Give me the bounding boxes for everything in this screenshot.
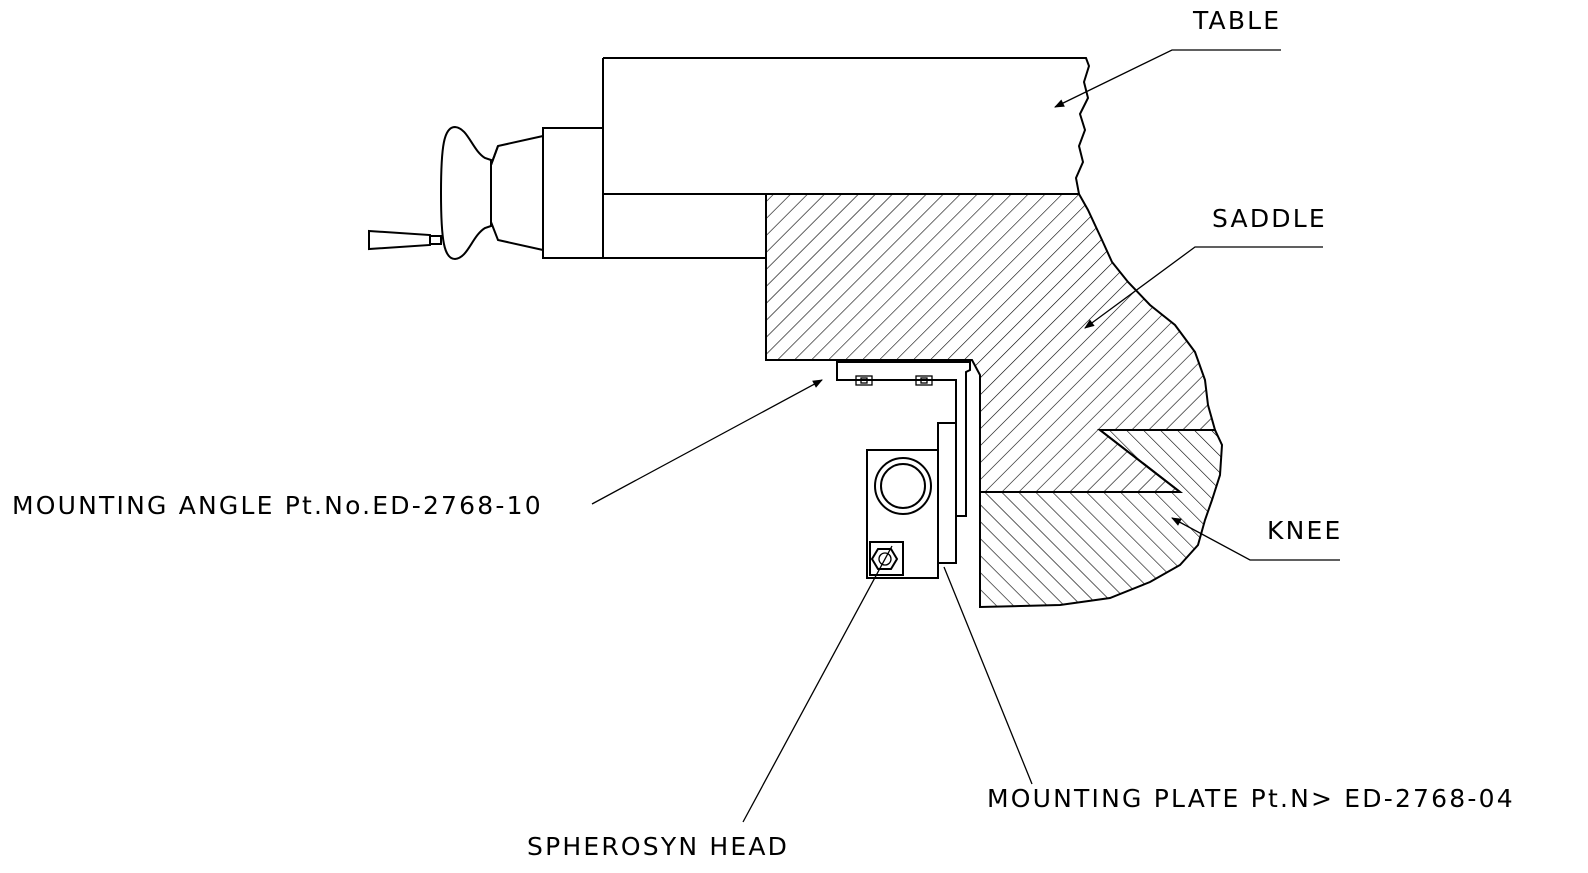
leader-lines: [591, 49, 1340, 823]
label-mounting-angle: MOUNTING ANGLE Pt.No.ED-2768-10: [12, 491, 543, 520]
spherosyn-head-part: [866, 449, 939, 579]
label-saddle: SADDLE: [1212, 204, 1327, 233]
label-table: TABLE: [1193, 6, 1282, 35]
label-spherosyn-head: SPHEROSYN HEAD: [527, 832, 790, 861]
handwheel: [368, 125, 604, 261]
label-knee: KNEE: [1267, 516, 1343, 545]
saddle-part: [765, 193, 1217, 493]
mounting-plate-part: [937, 422, 957, 564]
knee-part: [979, 429, 1224, 609]
label-mounting-plate: MOUNTING PLATE Pt.N> ED-2768-04: [987, 784, 1515, 813]
